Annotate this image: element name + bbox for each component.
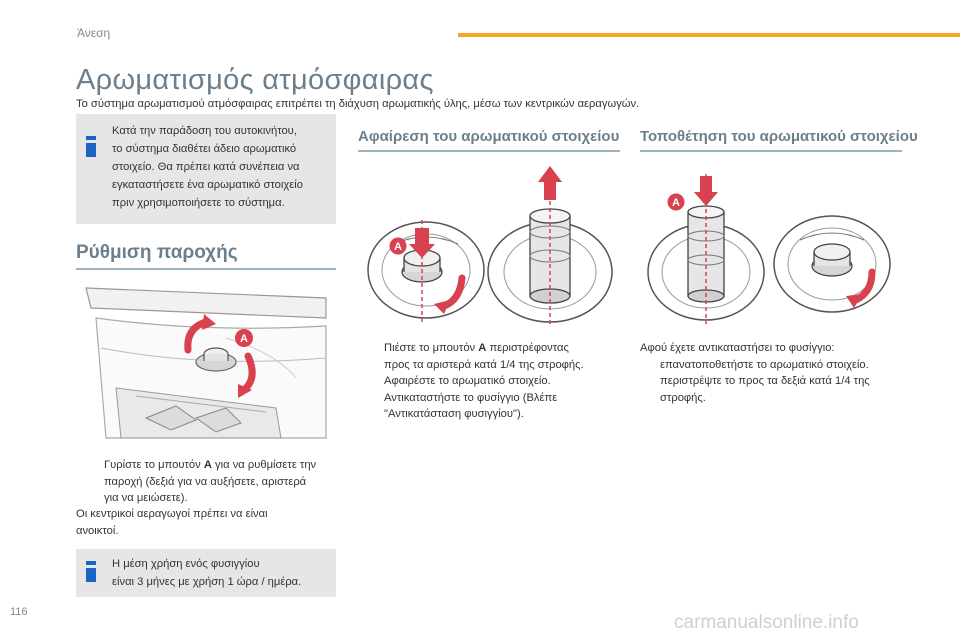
remove-instructions: Πιέστε το μπουτόν A περιστρέφοντας προς … bbox=[364, 340, 626, 423]
list-item: Πιέστε το μπουτόν A περιστρέφοντας προς … bbox=[364, 340, 626, 373]
install-instructions: Αφού έχετε αντικαταστήσει το φυσίγγιο: ε… bbox=[640, 340, 902, 406]
adjust-heading: Ρύθμιση παροχής bbox=[76, 242, 238, 263]
info-icon bbox=[86, 136, 96, 158]
list-item: Αντικαταστήστε το φυσίγγιο (Βλέπε "Αντικ… bbox=[364, 390, 626, 423]
section-label: Άνεση bbox=[77, 26, 111, 40]
illustration-remove-cartridge: A bbox=[367, 166, 613, 324]
list-item: περιστρέψτε το προς τα δεξιά κατά 1/4 τη… bbox=[640, 373, 902, 406]
watermark: carmanualsonline.info bbox=[674, 612, 859, 633]
bullet-icon bbox=[364, 390, 384, 423]
illustration-dashboard-knob: A bbox=[76, 278, 336, 444]
bullet-icon bbox=[640, 373, 660, 406]
bullet-icon bbox=[364, 373, 384, 390]
remove-heading: Αφαίρεση του αρωματικού στοιχείου bbox=[358, 128, 620, 145]
adjust-instructions: Γυρίστε το μπουτόν A για να ρυθμίσετε τη… bbox=[84, 457, 344, 507]
heading-underline bbox=[76, 268, 336, 270]
svg-text:A: A bbox=[394, 241, 402, 253]
page-title: Αρωματισμός ατμόσφαιρας bbox=[76, 64, 434, 96]
callout-a: A bbox=[389, 237, 407, 255]
callout-a: A bbox=[667, 193, 685, 211]
info-icon bbox=[86, 561, 96, 583]
info-box-text: Η μέση χρήση ενός φυσιγγίου είναι 3 μήνε… bbox=[112, 558, 302, 588]
info-box-delivery: Κατά την παράδοση του αυτοκινήτου, το σύ… bbox=[76, 114, 336, 224]
svg-text:A: A bbox=[240, 333, 248, 345]
install-heading: Τοποθέτηση του αρωματικού στοιχείου bbox=[640, 128, 918, 145]
adjust-note: Οι κεντρικοί αεραγωγοί πρέπει να είναι α… bbox=[76, 508, 268, 537]
info-box-usage: Η μέση χρήση ενός φυσιγγίου είναι 3 μήνε… bbox=[76, 549, 336, 597]
info-box-text: Κατά την παράδοση του αυτοκινήτου, το σύ… bbox=[112, 125, 303, 209]
bullet-icon bbox=[364, 340, 384, 373]
heading-underline bbox=[358, 150, 620, 152]
insert-arrow-icon bbox=[694, 176, 718, 206]
list-item: Αφαιρέστε το αρωματικό στοιχείο. bbox=[364, 373, 626, 390]
svg-text:A: A bbox=[672, 197, 680, 209]
page-number: 116 bbox=[10, 606, 28, 618]
intro-text: Το σύστημα αρωματισμού ατμόσφαιρας επιτρ… bbox=[76, 98, 640, 110]
bullet-icon bbox=[84, 457, 104, 507]
callout-a: A bbox=[235, 329, 253, 347]
list-item: επανατοποθετήστε το αρωματικό στοιχείο. bbox=[640, 357, 902, 374]
list-item: Γυρίστε το μπουτόν A για να ρυθμίσετε τη… bbox=[84, 457, 344, 507]
illustration-install-cartridge: A bbox=[647, 174, 891, 324]
section-accent-bar bbox=[458, 33, 960, 37]
heading-underline bbox=[640, 150, 902, 152]
bullet-icon bbox=[640, 357, 660, 374]
lift-arrow-icon bbox=[538, 166, 562, 200]
press-arrow-icon bbox=[409, 228, 435, 258]
